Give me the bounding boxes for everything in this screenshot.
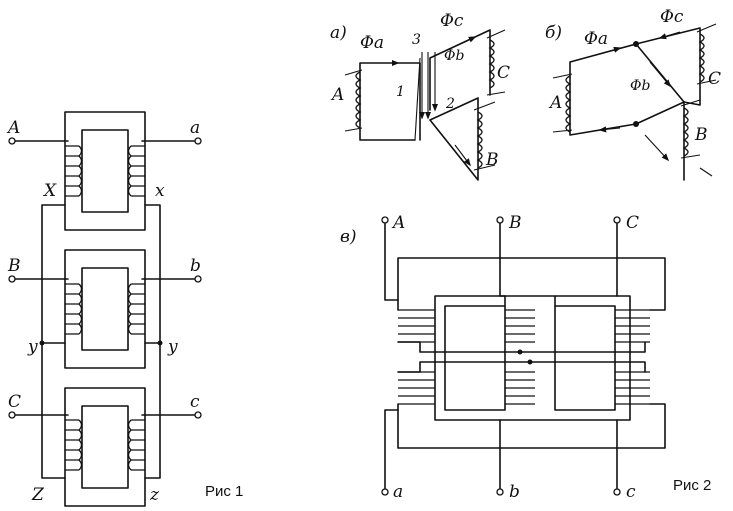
fig2v-label-c: c <box>626 482 636 502</box>
fig1-node-y-left <box>39 340 45 346</box>
fig1-label-A: A <box>6 118 20 138</box>
fig2v-tag: в) <box>340 227 357 247</box>
fig2a-coil-C: C <box>497 63 510 83</box>
fig1-label-c: c <box>190 392 200 412</box>
fig2b-flux-b: Φb <box>630 78 650 94</box>
fig1-label-a: a <box>190 118 200 138</box>
fig1-connection-wires <box>41 204 161 479</box>
fig2v-terminal-a <box>381 488 389 496</box>
fig1-terminal-a <box>194 137 202 145</box>
fig2a-three-open-cores: а) Φa Φc Φb A C <box>330 11 510 181</box>
fig2v-label-B: B <box>508 213 522 233</box>
fig1-caption: Рис 1 <box>205 483 243 500</box>
fig2v-label-A: A <box>391 213 405 233</box>
fig1-label-C: C <box>8 392 21 412</box>
fig2b-flux-a: Φa <box>584 29 608 49</box>
fig1-label-Z: Z <box>31 485 45 505</box>
fig2b-tag: б) <box>545 23 562 43</box>
fig1-node-y-right <box>157 340 163 346</box>
fig1-terminal-A <box>8 137 16 145</box>
fig2-caption: Рис 2 <box>673 477 711 494</box>
fig1-label-X: X <box>42 181 57 201</box>
fig2v-three-phase-core: в) <box>340 213 666 502</box>
fig2b-coil-B: B <box>694 125 708 145</box>
fig2v-terminal-b <box>496 488 504 496</box>
fig2b-coil-A: A <box>548 93 562 113</box>
fig2a-tag: а) <box>330 23 347 43</box>
fig2v-label-a: a <box>393 482 403 502</box>
fig1-terminal-B <box>8 275 16 283</box>
fig2v-terminal-B <box>496 216 504 224</box>
fig1-terminal-c <box>194 411 202 419</box>
fig1-label-b: b <box>190 256 201 276</box>
fig1-transformer-b <box>11 249 199 369</box>
fig2v-terminal-c <box>613 488 621 496</box>
fig1-label-x: x <box>155 181 165 201</box>
fig2v-label-b: b <box>509 482 520 502</box>
fig2a-path-3: 3 <box>412 32 421 48</box>
fig1-label-y-left: y <box>27 337 38 357</box>
fig2b-star-core: б) Φa Φc <box>545 7 721 181</box>
fig2a-flux-b: Φb <box>444 48 464 64</box>
fig1-label-z: z <box>149 485 160 505</box>
fig2b-coil-C: C <box>708 69 721 89</box>
fig2a-coil-B: B <box>485 150 499 170</box>
fig2v-terminal-C <box>613 216 621 224</box>
fig2a-flux-c: Φc <box>440 11 464 31</box>
fig2v-label-C: C <box>626 213 639 233</box>
fig2a-path-1: 1 <box>396 84 405 100</box>
fig2a-flux-a: Φa <box>360 33 384 53</box>
fig1-terminal-C <box>8 411 16 419</box>
fig1-three-single-phase-transformers: A a X x B b y y C c Z z Рис 1 <box>6 111 243 507</box>
fig1-terminal-b <box>194 275 202 283</box>
fig2a-path-2: 2 <box>445 96 455 112</box>
fig1-transformer-a <box>11 111 199 231</box>
fig1-label-B: B <box>7 256 21 276</box>
fig2v-terminal-A <box>381 216 389 224</box>
fig1-transformer-c <box>11 387 199 507</box>
fig1-label-y-right: y <box>167 337 178 357</box>
fig2b-flux-c: Φc <box>660 7 684 27</box>
fig2a-coil-A: A <box>330 85 344 105</box>
